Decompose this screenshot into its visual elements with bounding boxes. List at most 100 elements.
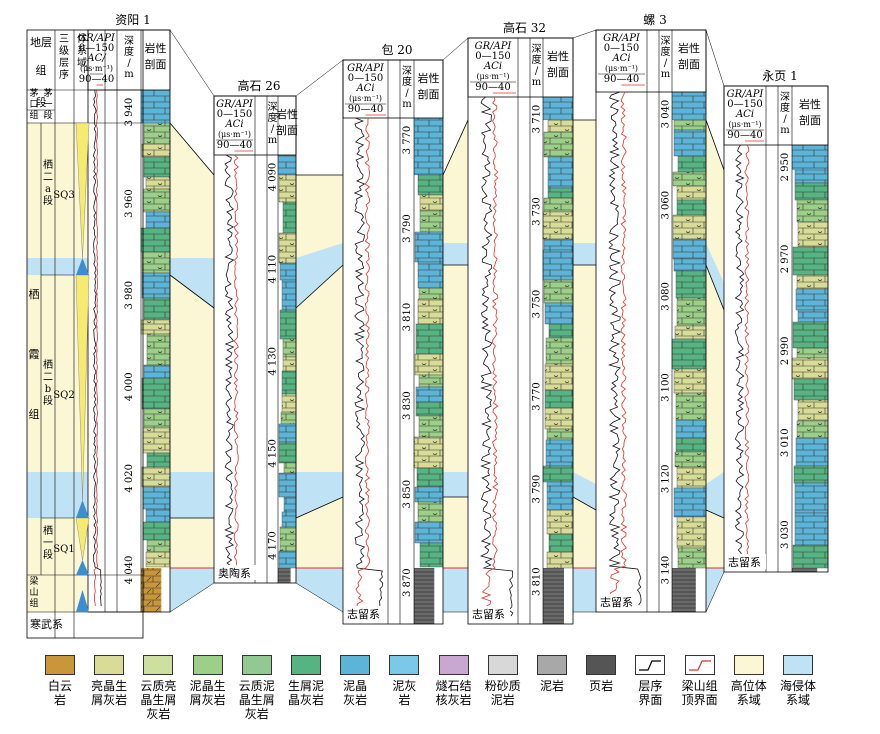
tst-band [443, 243, 468, 265]
ac-curve [744, 144, 750, 566]
depth-tick-label: 4 000 [124, 372, 135, 401]
header-connector [169, 29, 215, 97]
ac-range: 90—40 [217, 140, 252, 151]
litho-bed [543, 197, 574, 213]
depth-tick-label: 3 940 [124, 98, 135, 127]
litho-bed [414, 486, 444, 503]
gr-curve [734, 144, 745, 566]
depth-track [659, 92, 672, 612]
hst-band [573, 120, 596, 612]
litho-bed [415, 401, 444, 417]
litho-bed [673, 368, 707, 394]
well-name: 永页 1 [762, 69, 797, 83]
gr-range: 0—150 [79, 43, 114, 54]
litho-bed [281, 511, 297, 528]
litho-header: 剖面 [145, 57, 167, 71]
depth-tick-label: 3 770 [532, 382, 543, 411]
litho-bed [676, 466, 707, 489]
depth-track [530, 97, 543, 624]
litho-bed [143, 364, 171, 379]
legend-item-dolo_micrite_bio: 云质泥 晶生屑 灰岩 [229, 655, 285, 721]
well-frame [595, 29, 707, 613]
litho-bed [547, 187, 574, 199]
legend-swatch [733, 655, 764, 675]
legend-label: 云质泥 晶生屑 灰岩 [238, 679, 275, 721]
legend-label: 白云 岩 [47, 679, 72, 707]
depth-track [778, 145, 792, 572]
litho-bed [795, 437, 829, 467]
unit-liangshan: 梁山组 [29, 575, 38, 609]
litho-bed [676, 199, 707, 216]
litho-bed [792, 321, 829, 349]
litho-bed [414, 353, 444, 376]
litho-bed [672, 214, 707, 240]
legend-swatch [241, 655, 272, 675]
ac-range: 90—40 [475, 82, 510, 93]
litho-bed [796, 199, 829, 223]
litho-bed [795, 288, 829, 311]
well-name: 螺 3 [643, 13, 666, 27]
ac-label: ACi [483, 61, 502, 72]
depth-header: 深度/m [532, 43, 542, 88]
litho-bed [418, 415, 444, 438]
legend-swatch [684, 655, 715, 675]
bottom-formation-label: 志留系 [728, 556, 761, 569]
sequence-boundary-line [295, 496, 344, 519]
litho-bed [282, 356, 297, 372]
litho-header: 剖面 [276, 123, 298, 137]
tst-band [27, 472, 88, 518]
litho-bed [141, 143, 171, 158]
legend-label: 生屑泥 晶灰岩 [287, 679, 324, 707]
depth-tick-label: 3 120 [661, 464, 672, 493]
litho-bed [796, 420, 829, 439]
litho-bed [141, 251, 171, 274]
litho-bed [674, 325, 707, 340]
litho-bed [140, 227, 171, 253]
litho-bed [141, 272, 171, 299]
tst-band [170, 472, 214, 518]
depth-tick-label: 4 090 [268, 163, 279, 192]
litho-bed [415, 323, 444, 355]
legend-item-mudstone: 泥岩 [524, 655, 580, 693]
litho-bed [414, 568, 435, 624]
depth-tick-label: 3 810 [532, 567, 543, 596]
litho-bed [547, 119, 574, 133]
litho-bed [793, 465, 829, 484]
header-system-tract: 体系域 [77, 33, 87, 69]
litho-bed [542, 211, 574, 240]
litho-header: 岩性 [678, 41, 700, 55]
tst-band [296, 472, 343, 518]
litho-bed [414, 231, 444, 263]
litho-bed [796, 274, 829, 290]
well-w5: 螺 3GR/API0—150ACi(μs·m⁻¹)90—40深度/m岩性剖面3 … [595, 13, 707, 613]
litho-bed [281, 279, 297, 311]
litho-bed [282, 338, 297, 358]
sequence-boundary-line [705, 119, 725, 171]
litho-bed [545, 337, 574, 365]
tst-band [443, 472, 468, 497]
unit-maokou: 茅口组 [29, 88, 38, 121]
litho-bed [416, 467, 444, 488]
legend-label: 泥岩 [539, 679, 564, 693]
ac-unit: (μs·m⁻¹) [605, 64, 638, 73]
gr-curve [353, 117, 384, 617]
litho-bed [279, 262, 297, 281]
depth-tick-label: 3 830 [402, 391, 413, 420]
bottom-formation-label: 志留系 [347, 608, 380, 621]
base-connector [705, 571, 725, 613]
base-connector [295, 582, 344, 613]
gr-range: 0—150 [475, 51, 510, 62]
litho-bed [415, 386, 444, 403]
litho-bed [143, 408, 171, 429]
litho-bed [278, 472, 297, 498]
depth-tick-label: 3 850 [402, 480, 413, 509]
litho-bed [146, 452, 171, 468]
depth-tick-label: 3 010 [780, 428, 791, 457]
litho-bed [793, 378, 829, 401]
log-track [214, 155, 267, 583]
litho-bed [543, 238, 574, 251]
depth-tick-label: 4 170 [268, 531, 279, 560]
legend-swatch [586, 655, 617, 675]
litho-bed [142, 188, 171, 213]
